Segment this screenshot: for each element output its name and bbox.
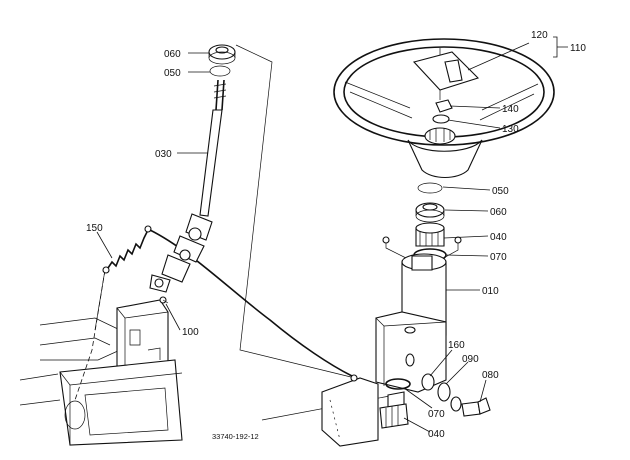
steering-wheel <box>333 38 555 179</box>
callout-060-mid: 060 <box>490 207 507 218</box>
callout-160: 160 <box>448 340 465 351</box>
column-upper-parts <box>413 182 447 262</box>
callout-060-top: 060 <box>164 49 181 60</box>
callout-010: 010 <box>482 286 499 297</box>
callout-050-mid: 050 <box>492 186 509 197</box>
leader-lines <box>96 36 568 433</box>
callout-150: 150 <box>86 223 103 234</box>
callout-040-mid: 040 <box>490 232 507 243</box>
return-spring <box>102 225 152 274</box>
callout-100: 100 <box>182 327 199 338</box>
callout-040-low: 040 <box>428 429 445 440</box>
column-tube-010 <box>321 236 491 447</box>
callout-070-mid: 070 <box>490 252 507 263</box>
callout-120: 120 <box>531 30 548 41</box>
callout-labels: 060 050 030 150 100 120 110 140 130 050 … <box>86 30 586 441</box>
callout-130: 130 <box>502 124 519 135</box>
machine-frame <box>19 299 183 446</box>
callout-090: 090 <box>462 354 479 365</box>
callout-050-top: 050 <box>164 68 181 79</box>
callout-080: 080 <box>482 370 499 381</box>
callout-140: 140 <box>502 104 519 115</box>
callout-070-low: 070 <box>428 409 445 420</box>
callout-110: 110 <box>570 43 586 54</box>
steering-shaft-030 <box>149 44 236 304</box>
callout-030: 030 <box>155 149 172 160</box>
drawing-reference-number: 33740-192-12 <box>212 432 259 441</box>
